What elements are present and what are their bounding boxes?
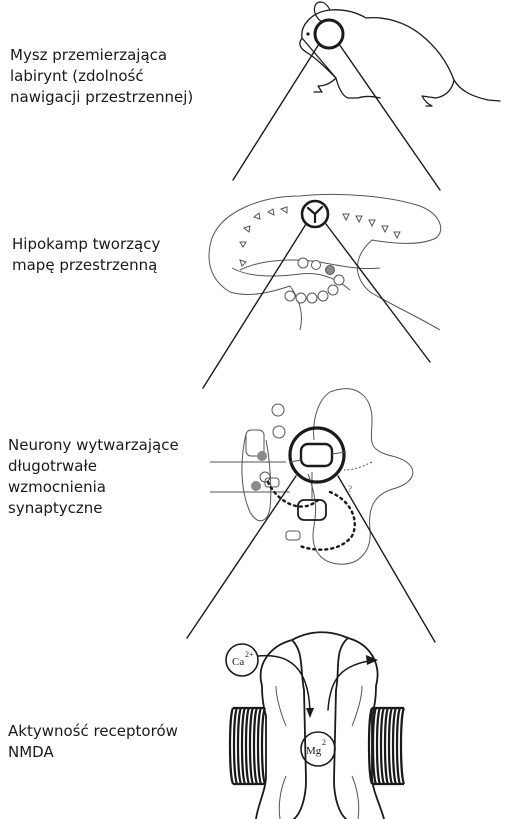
pyramidal-cell	[254, 213, 260, 219]
receptor-small	[286, 531, 300, 540]
membrane-right	[369, 708, 404, 784]
pyramidal-cell	[240, 260, 246, 266]
pyramidal-cell	[343, 214, 349, 220]
axon-through-focus	[290, 452, 346, 462]
calcium-ion-label: Ca	[232, 656, 244, 668]
pyramidal-cell	[240, 242, 246, 247]
membrane-left	[230, 708, 265, 784]
neurotransmitter-dot	[251, 481, 261, 491]
mouse-eye	[306, 32, 309, 35]
vesicle	[273, 426, 285, 438]
magnesium-ion-label: Mg	[306, 745, 322, 757]
hippocampus-outline	[209, 194, 441, 330]
pyramidal-cell	[356, 216, 362, 222]
pyramidal-cell	[382, 226, 388, 232]
neurotransmitter-dot	[257, 451, 267, 461]
granule-cell	[312, 261, 321, 270]
focus-neuron-icon	[308, 207, 322, 222]
calcium-influx-arrow	[258, 656, 310, 716]
granule-cell	[298, 258, 308, 268]
signal-question-mark: ?	[348, 484, 352, 494]
pyramidal-cell	[281, 207, 287, 213]
pyramidal-cells	[240, 207, 400, 266]
pyramidal-cell	[369, 220, 375, 226]
arrowhead-down-icon	[306, 708, 314, 718]
focus-cone-right	[339, 44, 440, 190]
mouse-illustration	[233, 2, 500, 190]
focus-cone-right	[326, 224, 430, 362]
granule-cell	[296, 293, 306, 303]
mouse-body	[300, 10, 500, 106]
presynaptic-axon	[210, 434, 290, 521]
synapse-illustration: ?	[187, 389, 435, 642]
granule-cell	[328, 285, 338, 295]
pyramidal-cell	[244, 226, 250, 232]
focus-cone-left	[203, 224, 306, 388]
granule-cell	[334, 275, 344, 285]
nmda-channel-protein	[256, 632, 384, 819]
synapse-receptor-icon	[301, 444, 332, 466]
active-cell-dot	[326, 266, 335, 275]
focus-cone-left	[187, 476, 296, 638]
calcium-ion-charge: 2+	[245, 650, 254, 659]
focus-cone-left	[233, 44, 319, 180]
granule-cell	[285, 291, 295, 301]
synapse-focus-circle	[290, 428, 344, 482]
pyramidal-cell	[394, 232, 400, 238]
granule-cell	[318, 291, 328, 301]
granule-cell	[307, 293, 317, 303]
nmda-receptor-illustration: Ca 2+ Mg 2	[226, 632, 404, 819]
hippocampus-illustration	[203, 194, 441, 388]
vesicle	[272, 404, 284, 416]
postsynaptic-neuron-outline	[308, 389, 413, 564]
magnesium-ion-charge: 2	[322, 738, 326, 747]
focus-cone-right	[338, 476, 435, 642]
retrograde-arrow	[344, 462, 372, 470]
pyramidal-cell	[268, 209, 274, 215]
